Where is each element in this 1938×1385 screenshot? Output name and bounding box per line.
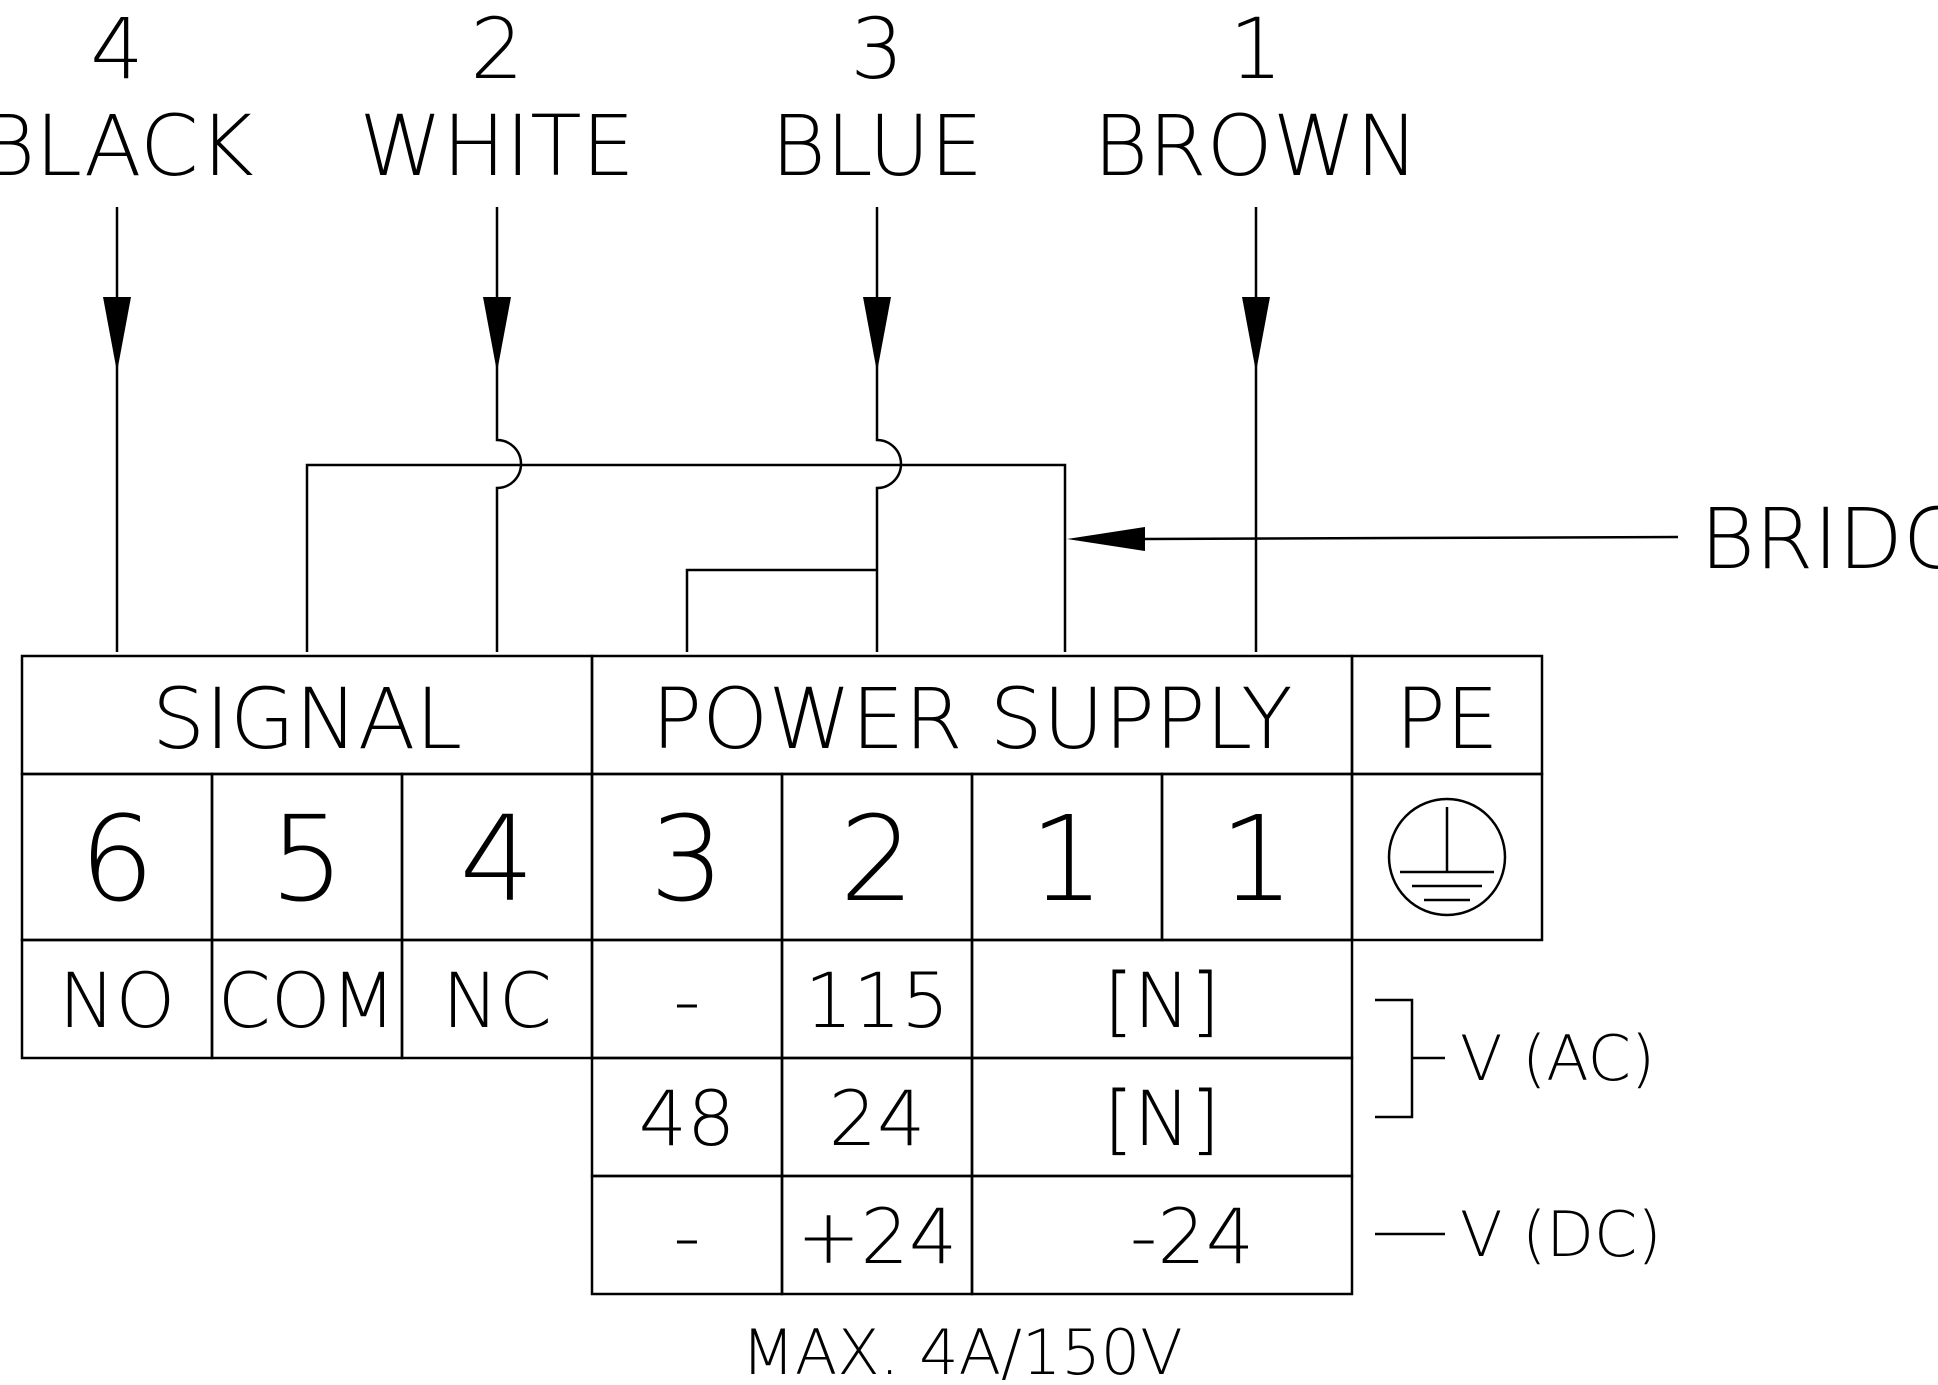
ac-label: V (AC) — [1460, 1022, 1655, 1095]
terminal-number: 2 — [839, 790, 914, 928]
wires — [103, 207, 1679, 652]
dc-row-col1: -24 — [1130, 1192, 1254, 1281]
wire-brown-color: BROWN — [1093, 97, 1418, 195]
wire-white-number: 2 — [470, 0, 523, 98]
terminal-number: 3 — [649, 790, 724, 928]
bridge-pointer-arrow — [1067, 527, 1145, 551]
terminal-number: 1 — [1029, 790, 1104, 928]
dc-label: V (DC) — [1460, 1198, 1662, 1271]
function-com: COM — [218, 956, 396, 1045]
wire-blue-number: 3 — [850, 0, 903, 98]
ac-row2-col3: 48 — [639, 1074, 736, 1163]
wire-white — [495, 207, 523, 652]
ac-bracket — [1375, 998, 1414, 1119]
ac-row2: 48 24 [N] — [590, 1056, 1354, 1178]
header-pe: PE — [1395, 670, 1499, 768]
link-wire-3-2 — [685, 568, 877, 652]
wire-brown-number: 1 — [1229, 0, 1282, 98]
ac-row1-col2: 115 — [804, 956, 949, 1045]
wire-labels: 4 BLACK 2 WHITE 3 BLUE 1 BROWN — [0, 0, 1419, 195]
ac-row2-col2: 24 — [829, 1074, 926, 1163]
terminal-number: 5 — [269, 790, 344, 928]
terminal-number-row: 6 5 4 3 2 1 1 — [20, 772, 1544, 942]
dc-row: - +24 -24 — [590, 1174, 1354, 1296]
wire-brown-arrow — [1242, 297, 1270, 372]
wire-white-arrow — [483, 297, 511, 372]
wire-blue-arrow — [863, 297, 891, 372]
ac-row1-col1: [N] — [1104, 956, 1220, 1045]
ac-row2-col1: [N] — [1104, 1074, 1220, 1163]
dc-row-col2: +24 — [797, 1192, 957, 1281]
terminal-cell-pe — [1350, 772, 1544, 942]
wire-white-color: WHITE — [359, 97, 634, 195]
voltage-annotations: V (AC) V (DC) — [1375, 998, 1662, 1271]
protective-earth-icon — [1387, 797, 1507, 917]
wire-black-number: 4 — [90, 0, 143, 98]
dc-row-col3: - — [673, 1192, 700, 1281]
rating-label: MAX. 4A/150V — [741, 1316, 1182, 1385]
dc-row-cell-1 — [970, 1174, 1354, 1296]
wire-black-arrow — [103, 297, 131, 372]
header-power-supply: POWER SUPPLY — [651, 670, 1292, 768]
bridge-pointer-line — [1144, 535, 1679, 541]
wire-blue — [875, 207, 903, 652]
function-no: NO — [59, 956, 176, 1045]
ac-row1-col3: - — [673, 956, 700, 1045]
terminal-number: 1 — [1219, 790, 1294, 928]
header-signal: SIGNAL — [152, 670, 462, 768]
function-row: NO COM NC - 115 [N] — [20, 938, 1354, 1060]
wire-black-color: BLACK — [0, 97, 254, 195]
terminal-table: SIGNAL POWER SUPPLY PE 6 5 4 3 2 1 1 — [20, 654, 1544, 1296]
function-nc: NC — [442, 956, 552, 1045]
terminal-number: 6 — [79, 790, 154, 928]
bridge-label: BRIDGE — [1700, 490, 1938, 588]
wire-blue-color: BLUE — [771, 97, 983, 195]
terminal-number: 4 — [459, 790, 534, 928]
bridge-wire — [305, 463, 1067, 652]
